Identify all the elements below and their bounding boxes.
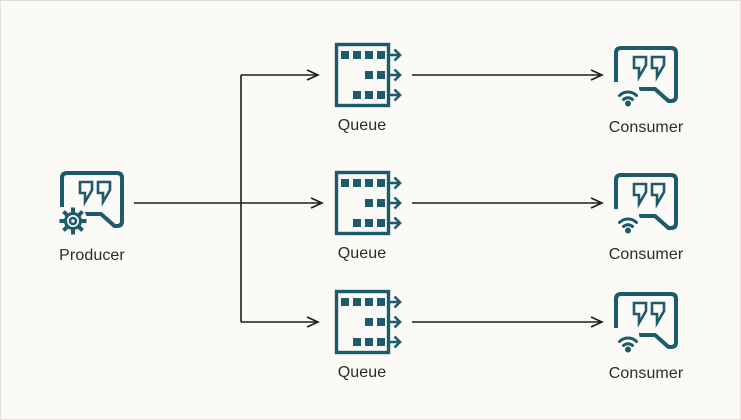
node-label: Consumer bbox=[608, 119, 684, 136]
node-label: Queue bbox=[337, 245, 387, 262]
queue-exit-arrows-icon bbox=[388, 295, 402, 349]
quote-marks-icon bbox=[632, 301, 666, 328]
message-squares bbox=[341, 179, 385, 227]
node-label: Queue bbox=[337, 364, 387, 381]
node-queue-1: Queue bbox=[334, 42, 406, 134]
gear-icon bbox=[58, 206, 88, 236]
queue-exit-arrows-icon bbox=[388, 176, 402, 230]
speech-bubble bbox=[614, 292, 678, 349]
node-consumer-1: Consumer bbox=[609, 44, 683, 136]
quote-marks-icon bbox=[632, 182, 666, 209]
speech-bubble bbox=[60, 171, 124, 228]
node-consumer-2: Consumer bbox=[609, 171, 683, 263]
quote-marks-icon bbox=[632, 55, 666, 82]
node-producer: Producer bbox=[58, 169, 126, 264]
consumer-icon bbox=[613, 292, 678, 355]
arrowhead bbox=[590, 316, 604, 328]
message-squares bbox=[341, 298, 385, 346]
arrowhead bbox=[306, 316, 320, 328]
queue-exit-arrows-icon bbox=[388, 48, 402, 102]
wifi-icon bbox=[613, 81, 641, 109]
queue-icon bbox=[334, 42, 402, 108]
message-squares bbox=[341, 51, 385, 99]
arrowhead bbox=[590, 69, 604, 81]
consumer-icon bbox=[613, 46, 678, 109]
node-label: Consumer bbox=[608, 365, 684, 382]
queue-icon bbox=[334, 170, 402, 236]
node-queue-2: Queue bbox=[334, 170, 406, 262]
node-label: Producer bbox=[59, 247, 125, 264]
queue-icon bbox=[334, 289, 402, 355]
consumer-icon bbox=[613, 173, 678, 236]
quote-marks-icon bbox=[78, 180, 112, 207]
producer-icon bbox=[58, 171, 124, 236]
node-label: Consumer bbox=[608, 246, 684, 263]
wifi-icon bbox=[613, 327, 641, 355]
node-consumer-3: Consumer bbox=[609, 290, 683, 382]
speech-bubble bbox=[614, 46, 678, 103]
wifi-icon bbox=[613, 208, 641, 236]
speech-bubble bbox=[614, 173, 678, 230]
node-queue-3: Queue bbox=[334, 289, 406, 381]
arrowhead bbox=[310, 197, 324, 209]
arrowhead bbox=[306, 69, 320, 81]
node-label: Queue bbox=[337, 117, 387, 134]
arrowhead bbox=[590, 197, 604, 209]
